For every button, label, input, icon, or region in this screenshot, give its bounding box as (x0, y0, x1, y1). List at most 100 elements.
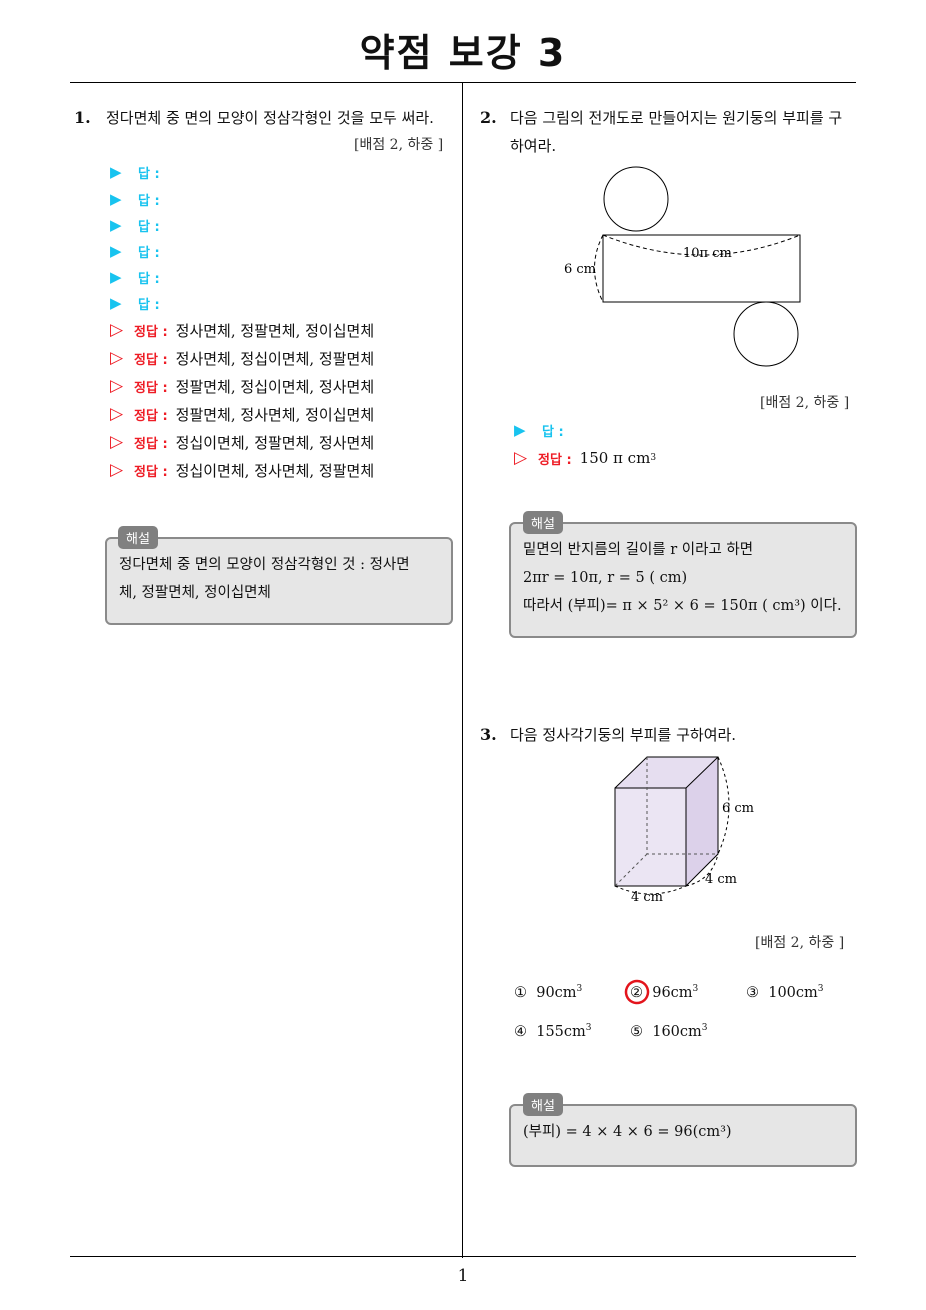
open-triangle-icon: ▷ (110, 348, 124, 368)
answer-label: 답 : (138, 193, 160, 209)
choice-5[interactable]: ⑤ 160cm3 (630, 1023, 708, 1040)
q1-explanation-box: 정다면체 중 면의 모양이 정삼각형인 것 : 정사면 체, 정팔면체, 정이십… (105, 537, 453, 625)
depth-label: 4 cm (705, 872, 737, 887)
answer-label: 답 : (138, 166, 160, 182)
open-triangle-icon: ▷ (110, 404, 124, 424)
choice-number: ④ (514, 1023, 527, 1040)
correct-label: 정답 : (538, 452, 572, 468)
q1-correct-row-1: ▷정답 :정사면체, 정팔면체, 정이십면체 (110, 318, 374, 342)
width-dimension-arc (614, 885, 687, 895)
correct-label: 정답 : (134, 464, 168, 480)
choice-number: ② (630, 984, 643, 1001)
q1-correct-row-4: ▷ 정답 : 정팔면체, 정사면체, 정이십면체 (110, 402, 374, 426)
correct-label: 정답 : (134, 380, 168, 396)
filled-triangle-icon: ▶ (110, 190, 122, 208)
choice-4[interactable]: ④ 155cm3 (514, 1023, 592, 1040)
header-rule (70, 82, 856, 83)
choice-value: 96cm (652, 984, 693, 1001)
circumference-arc (602, 234, 801, 256)
choice-exponent: 3 (585, 1023, 592, 1033)
question-3-text: 다음 정사각기둥의 부피를 구하여라. (510, 726, 737, 744)
filled-triangle-icon: ▶ (110, 163, 122, 181)
question-2-text-line: 하여라. (510, 137, 557, 155)
question-3-number: 3. (480, 725, 497, 744)
q1-answer-row-5[interactable]: ▶답 : (110, 265, 160, 289)
top-base-circle (603, 166, 669, 232)
choice-value: 160cm (652, 1023, 702, 1040)
question-1-number: 1. (74, 108, 91, 127)
correct-answer: 정팔면체, 정십이면체, 정사면체 (175, 377, 375, 396)
height-label: 6 cm (722, 801, 754, 816)
question-1-score: [배점 2, 하중 ] (354, 137, 444, 153)
explanation-line: 체, 정팔면체, 정이십면체 (119, 585, 271, 601)
q2-answer-row[interactable]: ▶ 답 : (514, 418, 564, 442)
height-dimension-arc (717, 756, 730, 855)
question-2-number: 2. (480, 108, 497, 127)
q3-explanation-box: (부피) = 4 × 4 × 6 = 96(cm³) (509, 1104, 857, 1167)
choice-number: ⑤ (630, 1023, 643, 1040)
prism-hidden-edge (614, 853, 648, 887)
open-triangle-icon: ▷ (110, 320, 124, 340)
q3-explanation-tag: 해설 (523, 1093, 563, 1116)
column-divider (462, 82, 463, 1258)
choice-number: ③ (746, 984, 759, 1001)
correct-label: 정답 : (134, 352, 168, 368)
selected-choice-circle-icon (624, 979, 650, 1005)
choice-3[interactable]: ③ 100cm3 (746, 984, 824, 1001)
correct-answer: 정십이면체, 정팔면체, 정사면체 (175, 433, 375, 452)
question-2-text: 다음 그림의 전개도로 만들어지는 원기둥의 부피를 구 하여라. (510, 104, 842, 160)
correct-answer: 정사면체, 정십이면체, 정팔면체 (175, 349, 375, 368)
choice-exponent: 3 (692, 984, 699, 994)
correct-label: 정답 : (134, 436, 168, 452)
choice-exponent: 3 (817, 984, 824, 994)
correct-answer: 정십이면체, 정사면체, 정팔면체 (175, 461, 375, 480)
answer-label: 답 : (138, 219, 160, 235)
width-label: 4 cm (631, 890, 663, 905)
correct-label: 정답 : (134, 408, 168, 424)
bottom-base-circle (733, 301, 799, 367)
height-label: 6 cm (564, 262, 596, 277)
answer-label: 답 : (542, 424, 564, 440)
q1-answer-row-4[interactable]: ▶답 : (110, 239, 160, 263)
prism-front-face (615, 788, 686, 886)
explanation-line: (부피) = 4 × 4 × 6 = 96(cm³) (523, 1124, 732, 1140)
filled-triangle-icon: ▶ (110, 294, 122, 312)
correct-answer-exponent: 3 (650, 453, 657, 463)
q1-correct-row-2: ▷ 정답 : 정사면체, 정십이면체, 정팔면체 (110, 346, 374, 370)
correct-answer: 150 π cm (579, 449, 651, 467)
explanation-line: 2πr = 10π, r = 5 ( cm) (523, 570, 688, 586)
q2-explanation-tag: 해설 (523, 511, 563, 534)
choice-1[interactable]: ① 90cm3 (514, 984, 582, 1001)
q1-answer-row-3[interactable]: ▶ 답 : (110, 213, 160, 237)
q1-answer-row-2[interactable]: ▶ 답 : (110, 187, 160, 211)
choice-2[interactable]: ② 96cm3 (630, 984, 698, 1001)
explanation-line: 밑면의 반지름의 길이를 r 이라고 하면 (523, 542, 754, 558)
open-triangle-icon: ▷ (110, 460, 124, 480)
question-2-score: [배점 2, 하중 ] (760, 395, 850, 411)
filled-triangle-icon: ▶ (110, 268, 122, 286)
choice-value: 155cm (536, 1023, 586, 1040)
q1-correct-row-5: ▷정답 :정십이면체, 정팔면체, 정사면체 (110, 430, 374, 454)
page-title: 약점 보강 3 (359, 31, 567, 75)
open-triangle-icon: ▷ (110, 376, 124, 396)
question-1-text: 정다면체 중 면의 모양이 정삼각형인 것을 모두 써라. (106, 109, 434, 127)
choice-value: 90cm (536, 984, 577, 1001)
q1-answer-row-6[interactable]: ▶ 답 : (110, 291, 160, 315)
filled-triangle-icon: ▶ (110, 216, 122, 234)
footer-rule (70, 1256, 856, 1257)
filled-triangle-icon: ▶ (514, 421, 526, 439)
correct-answer: 정팔면체, 정사면체, 정이십면체 (175, 405, 375, 424)
q2-explanation-box: 밑면의 반지름의 길이를 r 이라고 하면 2πr = 10π, r = 5 (… (509, 522, 857, 638)
q1-explanation-tag: 해설 (118, 526, 158, 549)
explanation-line: 따라서 (부피)= π × 5² × 6 = 150π ( cm³) 이다. (523, 598, 842, 614)
choice-exponent: 3 (576, 984, 583, 994)
depth-dimension-arc (685, 853, 719, 887)
answer-label: 답 : (138, 297, 160, 313)
q1-answer-row-1[interactable]: ▶ 답 : (110, 160, 160, 184)
explanation-line: 정다면체 중 면의 모양이 정삼각형인 것 : 정사면 (119, 557, 410, 573)
page-number: 1 (457, 1266, 469, 1286)
question-2-text-line: 다음 그림의 전개도로 만들어지는 원기둥의 부피를 구 (510, 109, 843, 127)
question-3-score: [배점 2, 하중 ] (755, 935, 845, 951)
correct-answer: 정사면체, 정팔면체, 정이십면체 (175, 321, 375, 340)
